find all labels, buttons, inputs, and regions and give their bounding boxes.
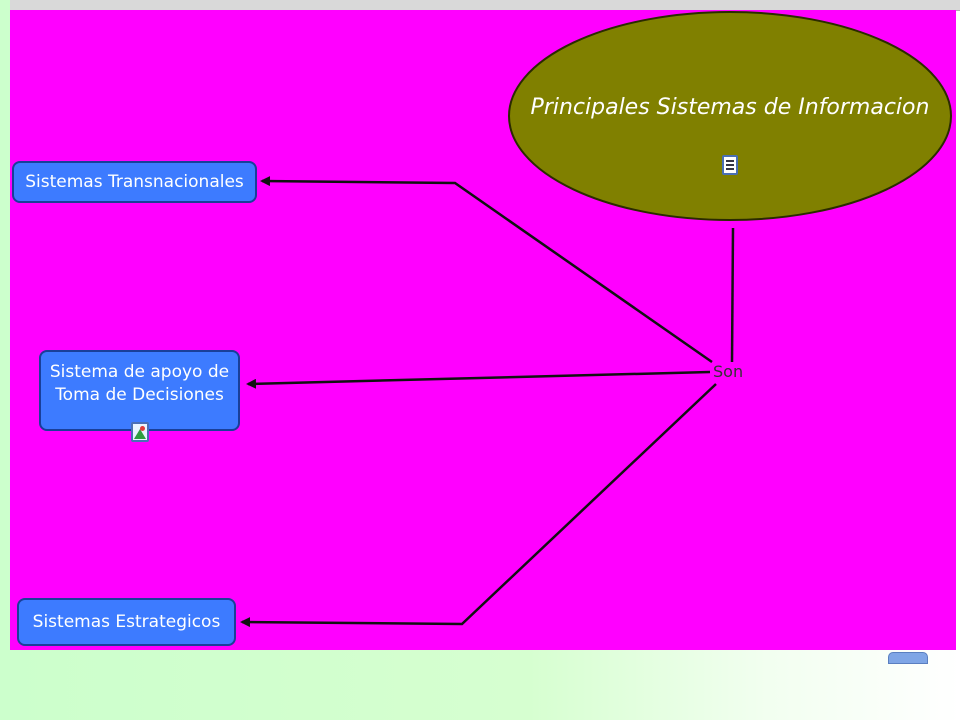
arrow-son-to-transnacionales [260,176,713,364]
corner-tab-icon [888,652,928,664]
image-resource-icon[interactable] [131,422,149,442]
connector-main-to-son [730,227,735,363]
arrow-son-to-apoyo-decisiones [246,370,711,389]
main-concept-label: Principales Sistemas de Informacion [530,95,930,120]
concept-sistema-apoyo-decisiones[interactable]: Sistema de apoyo de Toma de Decisiones [39,350,240,431]
concept-sistemas-transnacionales[interactable]: Sistemas Transnacionales [12,161,257,203]
main-concept-ellipse[interactable] [508,11,952,221]
concept-label: Sistemas Estrategicos [32,611,221,632]
concept-label: Sistemas Transnacionales [25,171,244,192]
concept-label-line1: Sistema de apoyo de [49,362,230,383]
arrow-son-to-estrategicos [240,383,717,628]
resource-list-icon[interactable] [722,155,738,175]
link-phrase-son[interactable]: Son [713,362,744,381]
concept-sistemas-estrategicos[interactable]: Sistemas Estrategicos [17,598,236,646]
concept-label-line2: Toma de Decisiones [55,384,224,405]
